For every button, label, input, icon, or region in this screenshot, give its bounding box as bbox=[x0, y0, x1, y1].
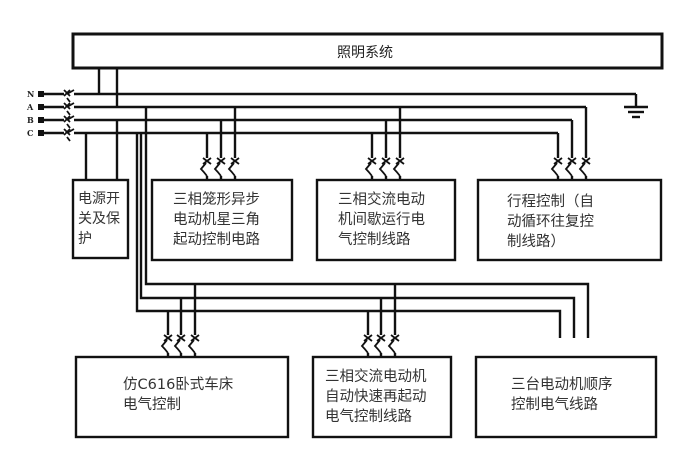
upper-tap-2 bbox=[364, 107, 405, 180]
switch-icon bbox=[378, 157, 391, 177]
main-switch-pole bbox=[63, 115, 75, 129]
upper-tap-1 bbox=[199, 107, 240, 180]
upper-circuit-box-3 bbox=[476, 178, 663, 262]
lower-circuit-label-3: 三台电动机顺序 控制电气线路 bbox=[511, 377, 613, 413]
lower-circuit-box-3 bbox=[474, 355, 658, 439]
switch-icon bbox=[213, 157, 226, 177]
switch-icon bbox=[227, 157, 240, 177]
phase-label-n: N bbox=[27, 89, 35, 99]
lower-feeder-2 bbox=[139, 133, 576, 338]
power-protection-label: 电源开 关及保 护 bbox=[78, 191, 120, 247]
upper-circuit-label-1: 三相笼形异步 电动机星三角 起动控制电路 bbox=[173, 192, 260, 248]
terminal-n bbox=[38, 91, 44, 97]
switch-icon bbox=[550, 157, 563, 177]
switch-icon bbox=[199, 157, 212, 177]
terminal-b bbox=[38, 117, 44, 123]
switch-icon bbox=[160, 334, 173, 354]
phase-label-c: C bbox=[27, 128, 34, 138]
switch-icon bbox=[392, 157, 405, 177]
switch-icon bbox=[364, 157, 377, 177]
terminal-c bbox=[38, 130, 44, 136]
power-protection-box bbox=[71, 178, 130, 260]
lower-tap-2 bbox=[360, 284, 400, 357]
lower-tap-1 bbox=[160, 284, 200, 357]
lighting-system-title: 照明系统 bbox=[337, 45, 393, 61]
lower-feeder-1 bbox=[135, 133, 562, 338]
lower-circuit-box-1 bbox=[74, 355, 290, 439]
lower-circuit-label-1: 仿C616卧式车床 电气控制 bbox=[123, 377, 234, 413]
main-switch-pole bbox=[63, 89, 75, 103]
main-switch-icon bbox=[63, 89, 75, 142]
switch-icon bbox=[187, 334, 200, 354]
upper-circuit-label-2: 三相交流电动 机间歇运行电 气控制线路 bbox=[338, 192, 425, 248]
switch-icon bbox=[564, 157, 577, 177]
main-switch-pole bbox=[63, 128, 75, 142]
switch-icon bbox=[360, 334, 373, 354]
switch-icon bbox=[387, 334, 400, 354]
lighting-system-box bbox=[71, 32, 664, 70]
upper-circuit-box-1 bbox=[150, 178, 294, 262]
phase-terminals bbox=[38, 91, 64, 136]
ground-icon bbox=[624, 94, 648, 119]
lower-circuit-box-2 bbox=[311, 355, 453, 439]
upper-circuit-box-2 bbox=[315, 178, 457, 262]
terminal-a bbox=[38, 104, 44, 110]
phase-label-a: A bbox=[27, 102, 34, 112]
main-switch-pole bbox=[63, 102, 75, 116]
upper-tap-3 bbox=[550, 107, 591, 180]
switch-icon bbox=[373, 334, 386, 354]
phase-label-b: B bbox=[27, 115, 34, 125]
lower-feeder-3 bbox=[144, 107, 590, 338]
upper-circuit-label-3: 行程控制（自 动循环往复控 制线路） bbox=[507, 194, 594, 250]
switch-icon bbox=[578, 157, 591, 177]
lower-circuit-label-2: 三相交流电动机 自动快速再起动 电气控制线路 bbox=[325, 369, 427, 425]
switch-icon bbox=[173, 334, 186, 354]
